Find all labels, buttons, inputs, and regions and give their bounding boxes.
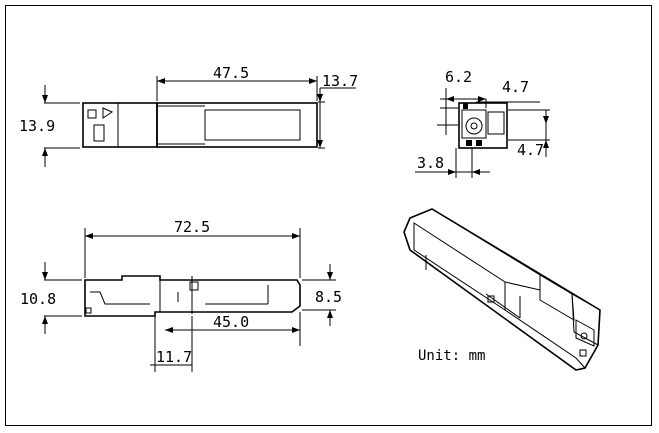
top-width-label: 13.7: [322, 72, 358, 90]
unit-label: Unit: mm: [418, 348, 485, 364]
side-total-length-label: 72.5: [174, 218, 210, 236]
side-offset-label: 11.7: [156, 348, 192, 366]
drawing-frame: [5, 5, 652, 426]
top-left-width-label: 13.9: [19, 117, 55, 135]
isometric-view: [403, 208, 601, 371]
side-view: 72.5 10.8 8.5 45.0 11.7: [20, 218, 342, 372]
top-view: 47.5 13.7 13.9: [19, 64, 358, 167]
side-inner-length-label: 45.0: [213, 313, 249, 331]
front-right-top-label: 4.7: [502, 78, 529, 96]
front-right-side-label: 4.7: [517, 141, 544, 159]
front-bottom-label: 3.8: [417, 154, 444, 172]
front-view: 6.2 4.7 4.7 3.8: [415, 68, 550, 178]
front-left-label: 6.2: [445, 68, 472, 86]
side-left-height-label: 10.8: [20, 290, 56, 308]
side-right-height-label: 8.5: [315, 288, 342, 306]
top-length-label: 47.5: [213, 64, 249, 82]
